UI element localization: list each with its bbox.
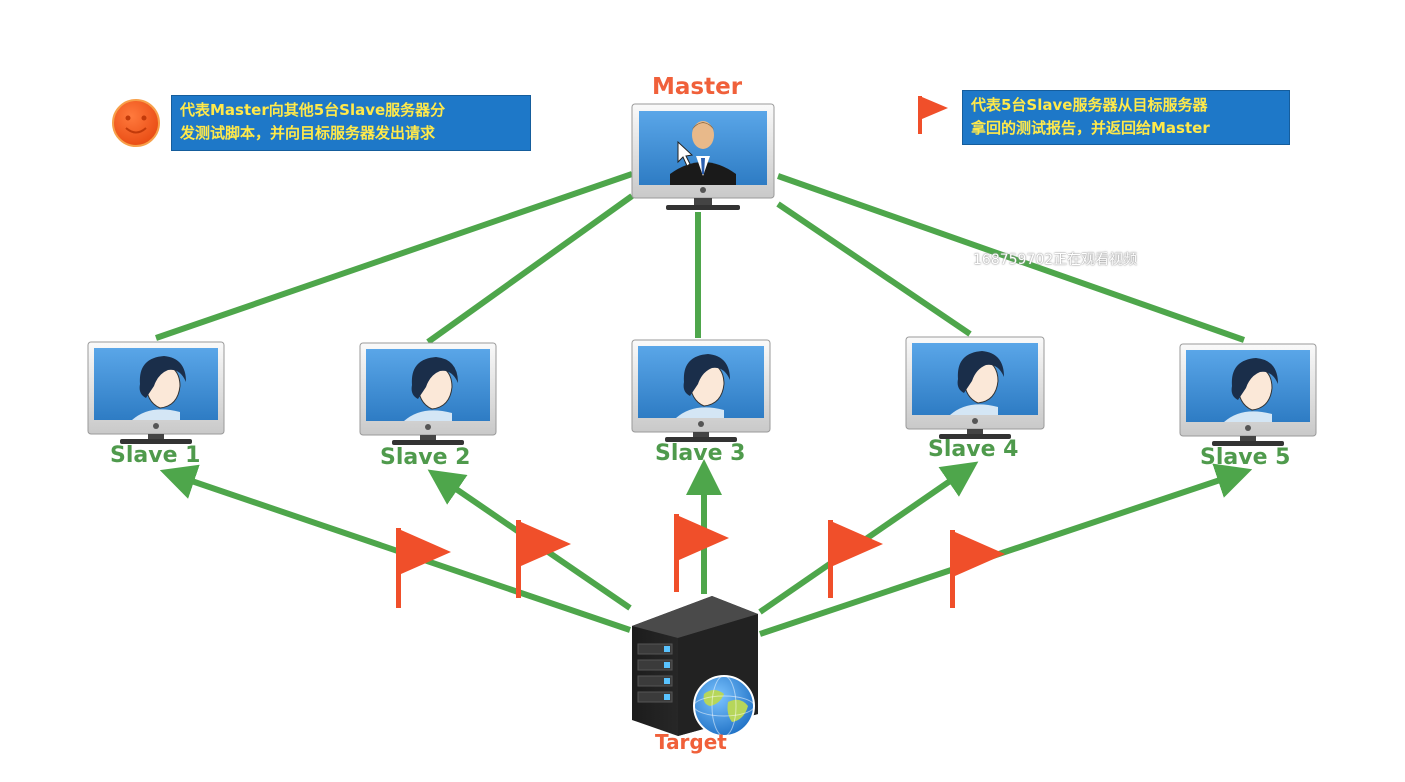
user-face-icon (676, 354, 730, 418)
report-flags (396, 514, 1005, 608)
legend-distribute-scripts: 代表Master向其他5台Slave服务器分 发测试脚本，并向目标服务器发出请求 (171, 95, 531, 151)
slave-computer-3 (631, 339, 771, 442)
businessman-icon (670, 121, 736, 185)
edge-master-slave-2 (426, 193, 634, 345)
server-drive-bays (637, 643, 673, 703)
slave-computer-1 (87, 341, 225, 444)
slave-label-4: Slave 4 (928, 437, 1019, 462)
flag-icon (950, 530, 1005, 608)
legend-left-line-2: 发测试脚本，并向目标服务器发出请求 (180, 124, 436, 142)
legend-right-line-2: 拿回的测试报告，并返回给Master (971, 119, 1210, 137)
flag-icon (516, 520, 571, 598)
flag-icon (918, 96, 948, 134)
flag-icon (396, 528, 451, 608)
flag-icon (828, 520, 883, 598)
legend-return-reports: 代表5台Slave服务器从目标服务器 拿回的测试报告，并返回给Master (962, 90, 1290, 145)
target-label: Target (655, 730, 727, 754)
user-face-icon (404, 357, 458, 421)
slave-computer-4 (905, 336, 1045, 439)
legend-left-line-1: 代表Master向其他5台Slave服务器分 (180, 101, 446, 119)
edge-master-slave-5 (777, 173, 1245, 343)
slave-label-3: Slave 3 (655, 441, 746, 466)
edge-master-slave-1 (155, 171, 633, 341)
master-computer (631, 103, 775, 210)
edge-master-slave-4 (776, 201, 972, 337)
master-label: Master (652, 74, 743, 100)
slave-label-2: Slave 2 (380, 445, 471, 470)
cursor-icon (677, 140, 694, 167)
flag-icon (674, 514, 729, 592)
master-to-slave-edges (155, 171, 1245, 345)
slave-computer-5 (1179, 343, 1317, 446)
slave-computer-2 (359, 342, 497, 445)
slave-label-1: Slave 1 (110, 443, 201, 468)
slave-label-5: Slave 5 (1200, 445, 1291, 470)
viewer-watermark: 168759702正在观看视频 (973, 252, 1138, 268)
user-face-icon (950, 351, 1004, 415)
smiley-icon (112, 99, 160, 147)
legend-right-line-1: 代表5台Slave服务器从目标服务器 (971, 96, 1208, 114)
user-face-icon (1224, 358, 1278, 422)
target-server (632, 596, 758, 737)
user-face-icon (132, 356, 186, 420)
globe-icon (693, 675, 755, 737)
